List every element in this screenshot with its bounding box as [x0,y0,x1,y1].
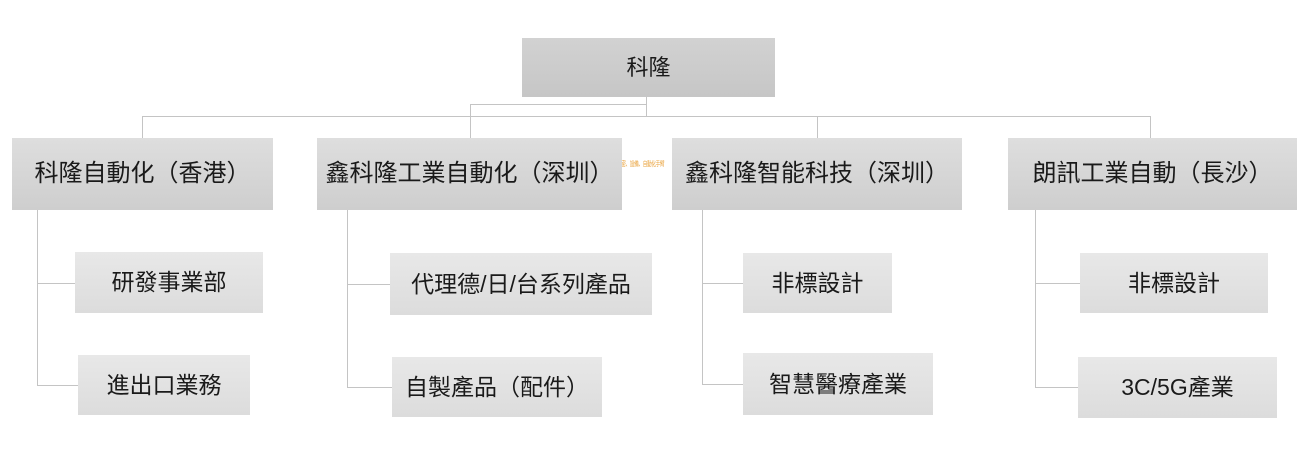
org-node-branch-3-label: 鑫科隆智能科技（深圳） [685,160,949,187]
org-node-root: 科隆 [522,38,775,97]
connector-stem-branch-4 [1035,210,1036,387]
org-node-branch-1: 科隆自動化（香港） [12,138,273,210]
connector-stem-branch-1 [37,210,38,385]
connector-main-rail [142,116,1150,117]
org-node-branch-3: 鑫科隆智能科技（深圳） [672,138,962,210]
connector-stub-branch-3-a [702,283,743,284]
org-node-branch-4-child-2-label: 3C/5G產業 [1121,374,1234,400]
org-node-branch-4-label: 朗訊工業自動（長沙） [1032,160,1273,187]
connector-stub-branch-2-b [347,387,392,388]
illegible-orange-annotation: 精密、設備、自動化手臂 [617,161,665,168]
connector-drop-branch-2 [470,104,471,138]
org-node-branch-4-child-1: 非標設計 [1080,253,1268,313]
org-node-branch-1-child-1: 研發事業部 [75,252,263,313]
org-node-branch-3-child-1: 非標設計 [743,253,892,313]
org-node-branch-2: 鑫科隆工業自動化（深圳） [317,138,622,210]
org-node-branch-2-child-2: 自製產品（配件） [392,357,602,417]
org-node-branch-4: 朗訊工業自動（長沙） [1008,138,1297,210]
connector-stub-branch-2-a [347,284,390,285]
org-node-branch-2-label: 鑫科隆工業自動化（深圳） [325,160,614,187]
org-node-branch-2-child-1: 代理德/日/台系列產品 [390,253,652,315]
connector-stub-branch-1-a [37,283,75,284]
connector-drop-branch-1 [142,116,143,138]
connector-drop-branch-4 [1150,116,1151,138]
connector-secondary-rail [470,104,647,105]
org-node-branch-3-child-1-label: 非標設計 [771,269,864,296]
connector-drop-branch-3 [817,116,818,138]
org-node-branch-1-child-2-label: 進出口業務 [106,371,222,398]
connector-stem-branch-2 [347,210,348,387]
connector-stub-branch-4-b [1035,387,1078,388]
connector-root-stem [646,97,647,116]
connector-stem-branch-3 [702,210,703,384]
connector-stub-branch-4-a [1035,283,1080,284]
org-node-branch-4-child-2: 3C/5G產業 [1078,357,1277,418]
org-node-branch-3-child-2: 智慧醫療產業 [743,353,933,415]
org-node-root-label: 科隆 [626,54,671,80]
connector-stub-branch-3-b [702,384,743,385]
org-node-branch-1-child-1-label: 研發事業部 [111,269,227,295]
connector-stub-branch-1-b [37,385,78,386]
org-node-branch-3-child-2-label: 智慧醫療產業 [769,370,907,397]
org-node-branch-2-child-2-label: 自製產品（配件） [405,373,589,400]
org-node-branch-1-child-2: 進出口業務 [78,355,250,415]
org-node-branch-1-label: 科隆自動化（香港） [34,160,251,187]
org-node-branch-4-child-1-label: 非標設計 [1128,269,1220,296]
org-node-branch-2-child-1-label: 代理德/日/台系列產品 [411,270,631,297]
